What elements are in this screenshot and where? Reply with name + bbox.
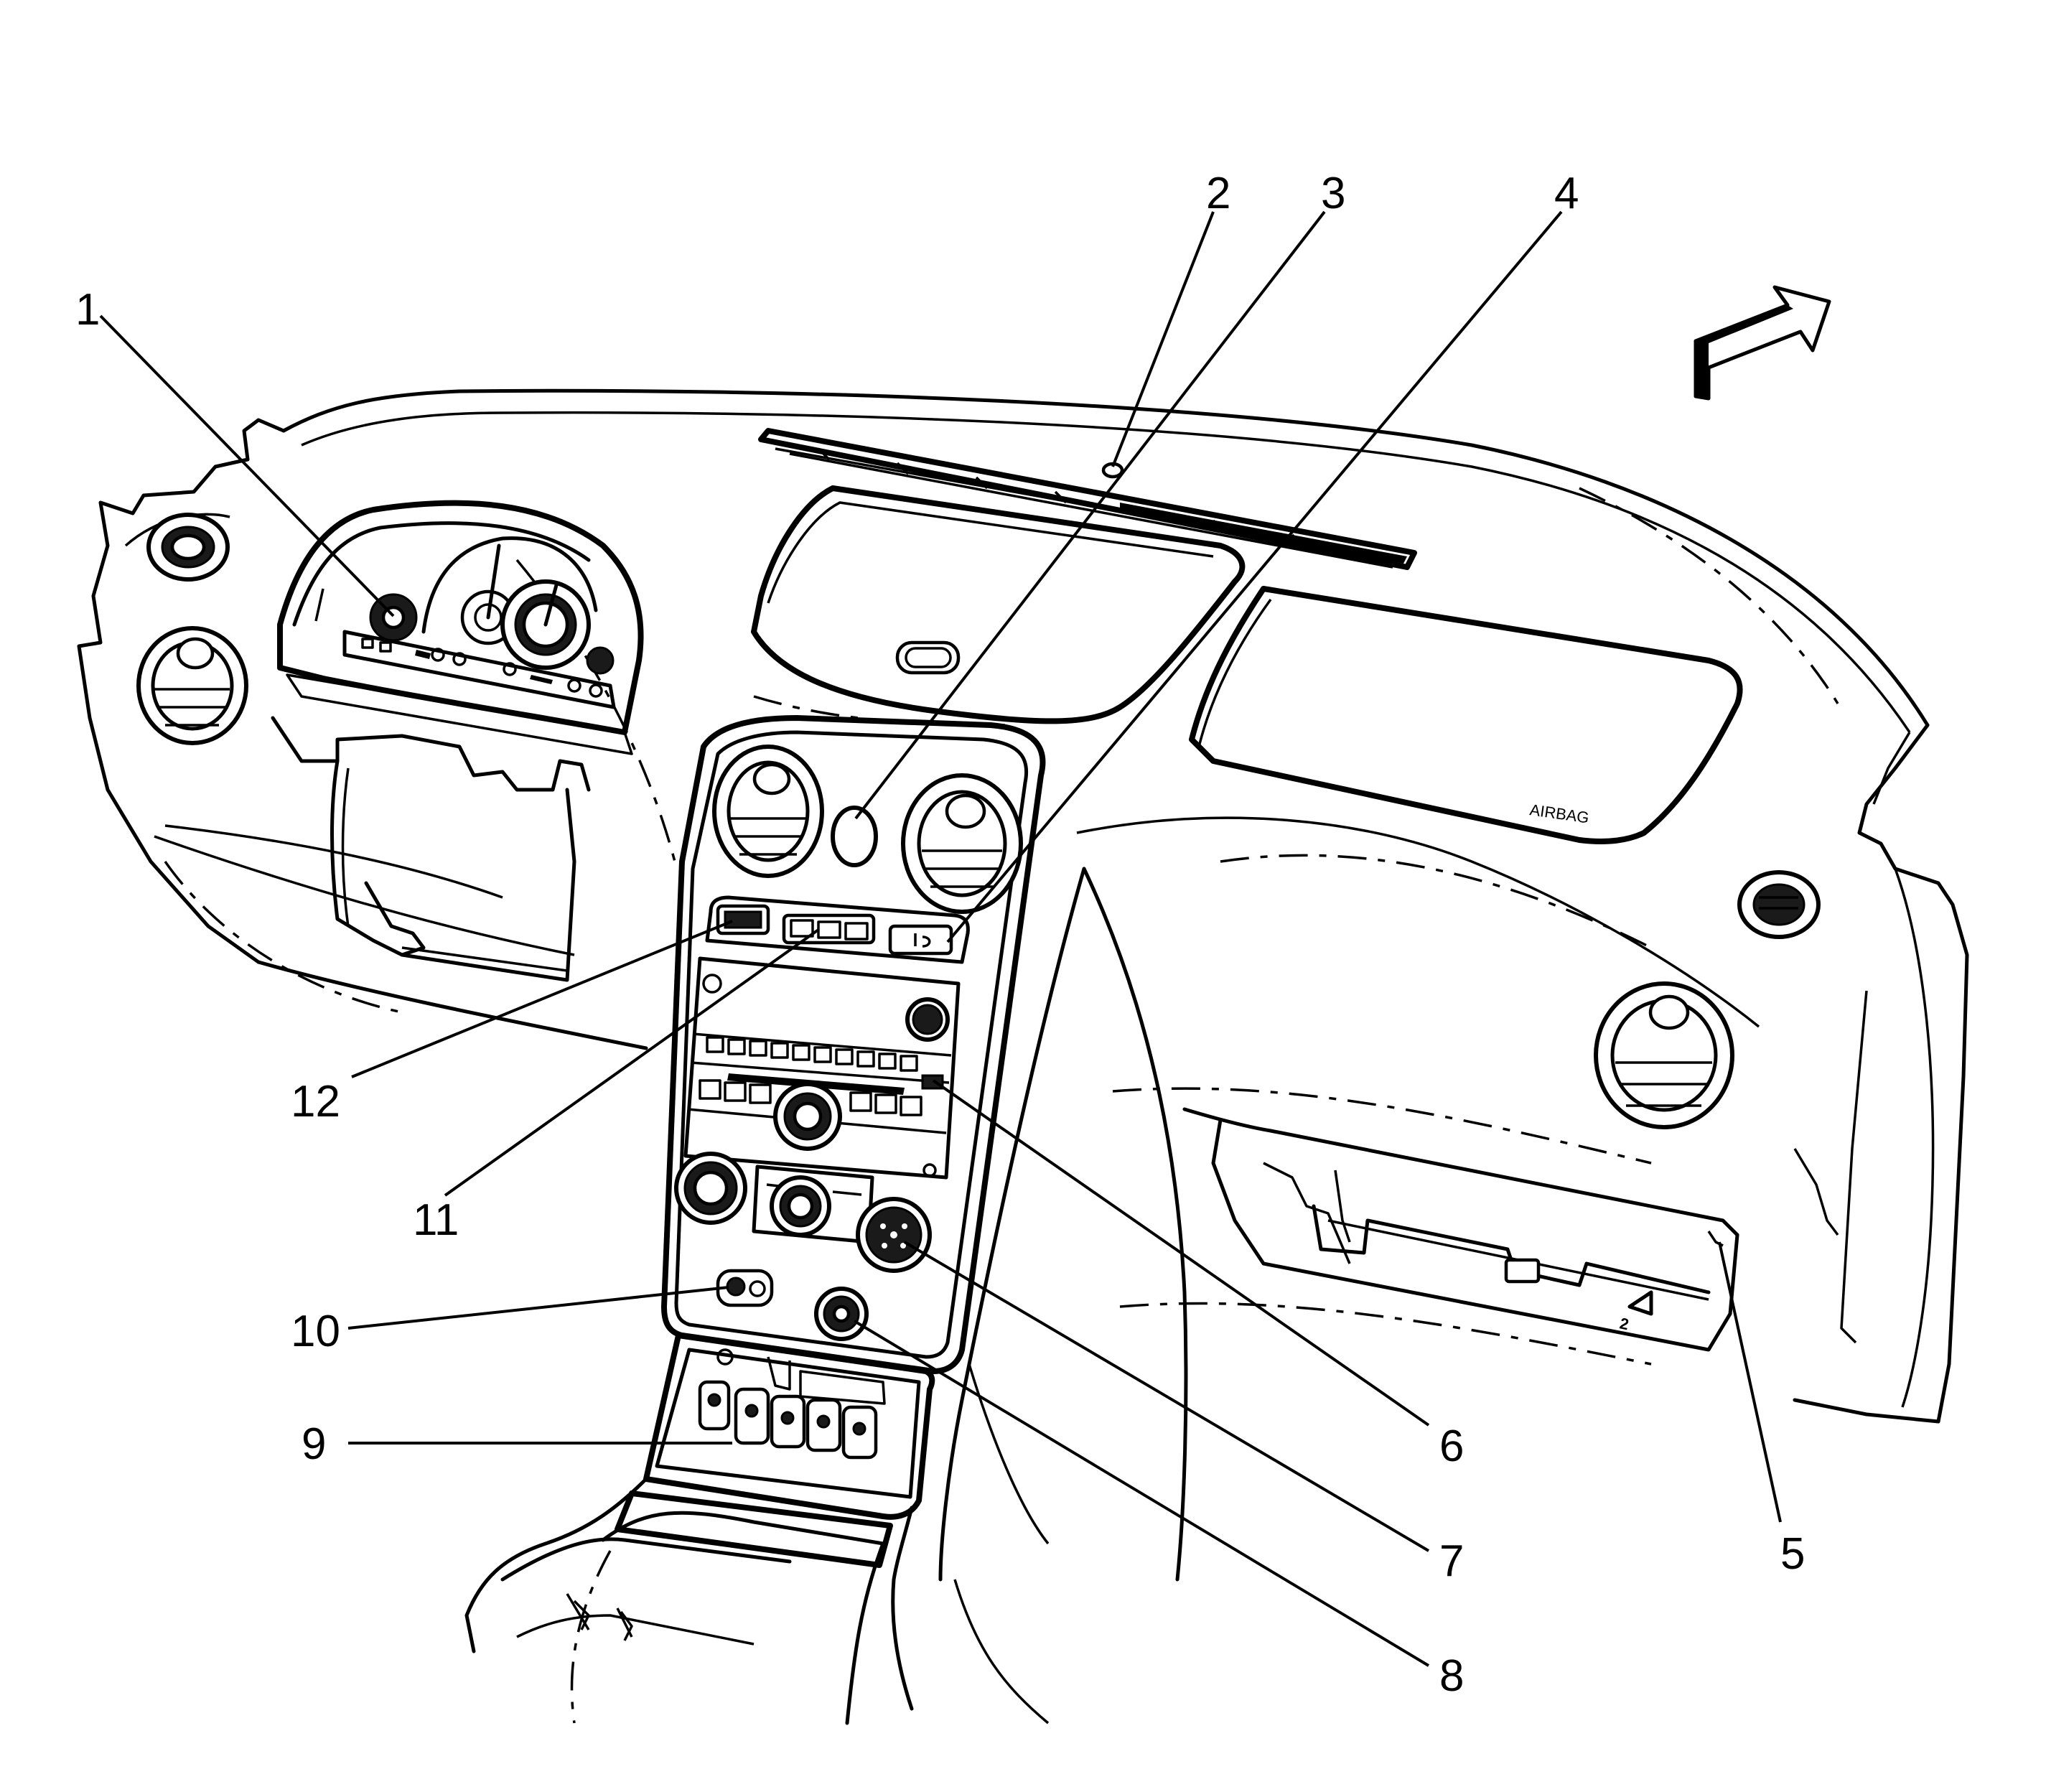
callout-10: 10 — [291, 1307, 340, 1356]
center-console — [464, 1477, 914, 1725]
left-outer-vent — [136, 626, 248, 745]
steering-column-opening — [330, 759, 576, 982]
callout-9: 9 — [302, 1419, 326, 1469]
upper-storage-bin — [751, 485, 1246, 724]
callout-1: 1 — [75, 285, 100, 335]
right-outer-vent — [1594, 981, 1734, 1129]
callout-labels: 1 2 3 4 5 6 7 8 9 10 11 12 — [75, 169, 1805, 1701]
callout-4: 4 — [1554, 169, 1579, 218]
passenger-airbag-door: AIRBAG — [1189, 586, 1743, 844]
svg-text:AIRBAG: AIRBAG — [1528, 801, 1590, 826]
callout-7: 7 — [1439, 1536, 1464, 1586]
left-side-vent — [146, 513, 230, 582]
center-stack-bezel — [661, 715, 1046, 1374]
callout-5: 5 — [1780, 1529, 1805, 1579]
instrument-panel-body — [77, 388, 1969, 1725]
radio-unit — [683, 956, 961, 1180]
defroster-grille — [758, 428, 1417, 570]
callout-2: 2 — [1206, 169, 1230, 218]
instrument-cluster — [271, 500, 644, 792]
callout-8: 8 — [1439, 1651, 1464, 1701]
hvac-control-panel — [674, 1152, 932, 1273]
callout-3: 3 — [1321, 169, 1345, 218]
console-switch-bank — [643, 1333, 935, 1520]
lower-control-area — [716, 1269, 869, 1341]
right-side-vent — [1737, 870, 1821, 939]
glove-box-opening: 2 — [1182, 1107, 1839, 1352]
callout-6: 6 — [1439, 1422, 1464, 1471]
forward-arrow-icon — [1694, 285, 1831, 401]
button-row — [705, 895, 970, 964]
leader-lines — [99, 210, 1782, 1667]
callout-11: 11 — [413, 1195, 459, 1245]
callout-12: 12 — [291, 1077, 340, 1126]
svg-text:2: 2 — [1618, 1314, 1630, 1333]
